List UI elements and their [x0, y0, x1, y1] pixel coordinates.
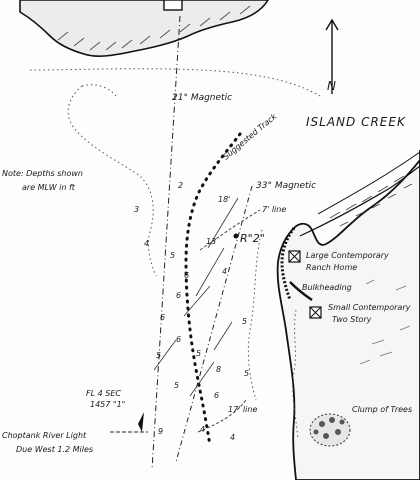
bulkheading-label: Bulkheading — [302, 283, 352, 292]
marker-fl-symbol — [138, 412, 144, 432]
depth-sounding: 6 — [176, 335, 181, 344]
depth-sounding: 6 — [160, 313, 165, 322]
marker-r2-label: R"2" — [240, 232, 265, 245]
depth-sounding: 18' — [218, 195, 230, 204]
marsh-hatching — [329, 175, 413, 227]
suggested-track-line — [184, 132, 242, 448]
north-arrow — [325, 18, 339, 94]
depth-sounding: 8 — [216, 365, 221, 374]
depth-sounding: 5 — [244, 369, 249, 378]
depth-sounding: 2 — [178, 181, 183, 190]
shore-rough-edge — [280, 227, 296, 301]
depth-note-line1: Note: Depths shown — [2, 169, 83, 178]
depth-sounding: 13 — [206, 237, 216, 246]
bearing-label-21: 21° Magnetic — [172, 93, 232, 103]
east-shore-dotted-edge — [292, 309, 299, 441]
depth-sounding: 5 — [174, 381, 179, 390]
suggested-track-label: Suggested Track — [222, 112, 279, 162]
seven-ft-line-label: 7' line — [262, 205, 286, 214]
channel-contour-east — [247, 229, 263, 401]
choptank-light-line2: Due West 1.2 Miles — [16, 445, 93, 454]
depth-sounding: 6 — [214, 391, 219, 400]
tree-clump-label: Clump of Trees — [352, 405, 412, 414]
seventeen-ft-line-path — [197, 399, 247, 433]
bearing-line-33 — [175, 185, 253, 463]
depth-sounding: 5 — [196, 349, 201, 358]
depth-sounding: 4 — [230, 433, 235, 442]
seventeen-ft-line-label: 17' line — [228, 405, 257, 414]
depth-sounding: 4 — [144, 239, 149, 248]
seven-ft-line-path — [199, 209, 261, 251]
depth-sounding: 5 — [242, 317, 247, 326]
bearing-line-21 — [151, 15, 181, 471]
depth-sounding: 5 — [156, 351, 161, 360]
shore-hatching — [57, 5, 251, 51]
land-texture — [359, 279, 411, 365]
depth-contour-north — [29, 68, 321, 97]
depth-soundings: 2 3 18' 4 13 5 6 4 6 5 6 6 5 5 8 5 5 6 9 4 4 — [134, 181, 249, 442]
marker-fl-sublabel: 1457 "1" — [90, 400, 125, 409]
depth-sounding: 3 — [134, 205, 139, 214]
north-marker-label: N — [327, 79, 336, 93]
large-house-label-2: Ranch Home — [306, 263, 357, 272]
depth-contour-west — [67, 85, 157, 277]
small-house-label-2: Two Story — [332, 315, 372, 324]
tree-clump-symbol — [309, 413, 351, 447]
bearing-label-33: 33° Magnetic — [256, 181, 316, 191]
building-top — [163, 0, 183, 11]
large-house-label-1: Large Contemporary — [306, 251, 389, 260]
island-creek-channel — [299, 165, 420, 237]
choptank-light-line1: Choptank River Light — [2, 431, 87, 440]
small-house-symbol — [309, 306, 322, 319]
north-shore-land — [19, 0, 269, 57]
depth-note-line2: are MLW in ft — [22, 183, 76, 192]
depth-sounding: 4 — [222, 267, 227, 276]
large-house-symbol — [288, 250, 301, 263]
island-creek-channel-2 — [317, 151, 420, 215]
depth-sounding: 6 — [176, 291, 181, 300]
east-shore-land — [276, 150, 420, 480]
marker-fl-label: FL 4 SEC — [86, 389, 121, 398]
depth-rays — [153, 197, 239, 397]
depth-sounding: 5 — [170, 251, 175, 260]
depth-sounding: 4 — [200, 425, 205, 434]
bulkhead-line — [289, 281, 313, 301]
marker-r2-symbol — [233, 233, 239, 239]
depth-contour-west-2 — [81, 84, 117, 97]
depth-sounding: 6 — [184, 271, 189, 280]
small-house-label-1: Small Contemporary — [328, 303, 411, 312]
place-label-island-creek: ISLAND CREEK — [306, 115, 406, 129]
depth-sounding: 9 — [158, 427, 163, 436]
